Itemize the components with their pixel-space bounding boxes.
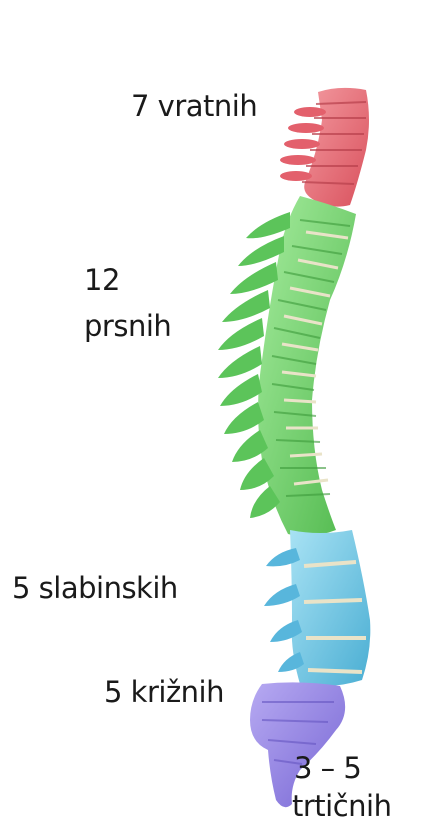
thoracic-word-label: prsnih: [84, 310, 171, 343]
cervical-vertebrae: [280, 88, 369, 207]
coccyx-word-label: trtičnih: [292, 790, 391, 823]
cervical-label: 7 vratnih: [131, 90, 257, 123]
thoracic-vertebrae: [218, 196, 356, 536]
thoracic-count-label: 12: [84, 264, 120, 297]
lumbar-label: 5 slabinskih: [12, 572, 178, 605]
lumbar-vertebrae: [264, 530, 370, 686]
sacral-label: 5 križnih: [104, 676, 224, 709]
coccyx-count-label: 3 – 5: [294, 752, 361, 785]
